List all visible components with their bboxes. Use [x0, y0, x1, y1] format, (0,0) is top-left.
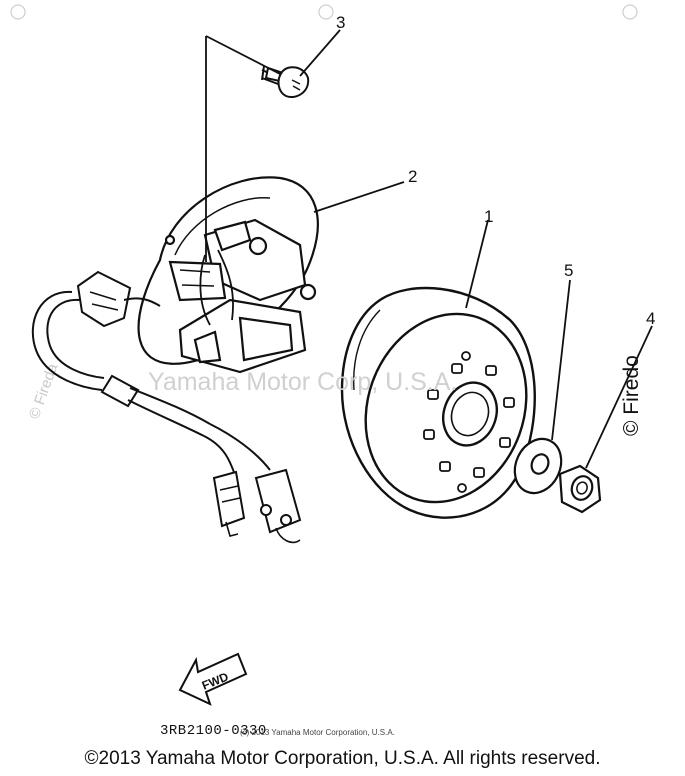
small-copyright: (c) 2013 Yamaha Motor Corporation, U.S.A…	[240, 728, 395, 737]
part-1-flywheel	[340, 286, 536, 519]
callout-3: 3	[336, 13, 345, 32]
part-3-bolt	[261, 65, 310, 98]
callout-4: 4	[646, 309, 655, 328]
part-code: 3RB2100-0330	[160, 723, 267, 739]
part-5-washer	[513, 437, 563, 495]
callout-2: 2	[408, 167, 417, 186]
corner-watermarks: © Fireda © Fireda	[10, 4, 638, 422]
callout-5: 5	[564, 261, 573, 280]
watermark-side: © Firedo	[620, 355, 643, 436]
copyright-notice: ©2013 Yamaha Motor Corporation, U.S.A. A…	[84, 748, 601, 769]
wire-harness	[31, 270, 302, 544]
leader-lines	[205, 29, 653, 469]
part-4-nut	[558, 464, 602, 514]
callout-1: 1	[484, 207, 493, 226]
part-2-stator	[137, 176, 319, 374]
watermark-center: Yamaha Motor Corp, U.S.A.	[148, 368, 457, 396]
forward-arrow-icon	[178, 652, 248, 706]
watermark-site-left: © Fireda	[26, 361, 62, 422]
